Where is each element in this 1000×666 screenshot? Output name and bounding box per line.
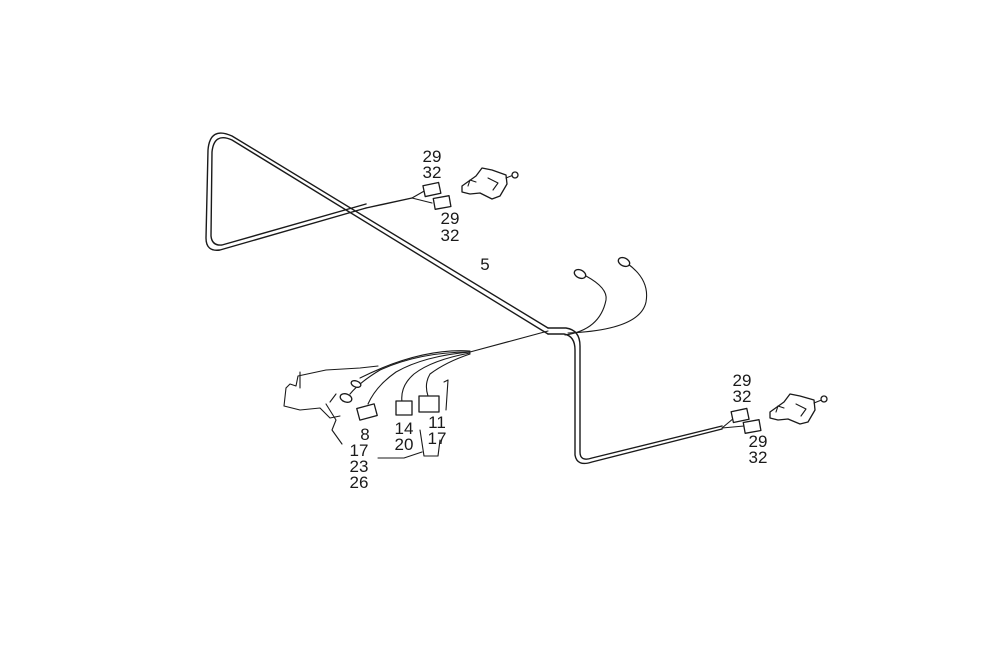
label-connector-20: 20 xyxy=(395,435,414,454)
right-branch xyxy=(721,393,828,434)
label-upper-a-1: 29 xyxy=(423,147,442,166)
label-right-b-1: 29 xyxy=(749,432,768,451)
upper-plug-b xyxy=(432,195,452,210)
ring-terminal-leads xyxy=(564,256,648,336)
part-labels: 29 32 29 32 5 29 32 29 32 8 14 20 11 17 … xyxy=(350,147,768,492)
ring-terminal-c xyxy=(339,393,353,403)
label-right-b-2: 32 xyxy=(749,448,768,467)
left-fanout xyxy=(339,330,549,421)
connector-14-plug xyxy=(395,400,413,416)
main-harness xyxy=(205,132,723,465)
connector-8-plug xyxy=(356,403,378,421)
right-sensor-icon xyxy=(769,393,828,425)
label-left-23: 23 xyxy=(350,457,369,476)
label-connector-14: 14 xyxy=(395,419,414,438)
label-connector-17: 17 xyxy=(428,429,447,448)
label-right-a-2: 32 xyxy=(733,387,752,406)
label-upper-b-1: 29 xyxy=(441,209,460,228)
label-right-a-1: 29 xyxy=(733,371,752,390)
label-connector-8: 8 xyxy=(360,425,369,444)
label-left-17: 17 xyxy=(350,441,369,460)
label-connector-11: 11 xyxy=(428,413,446,432)
label-upper-b-2: 32 xyxy=(441,226,460,245)
label-harness: 5 xyxy=(480,255,489,274)
connector-11-plug xyxy=(418,395,440,413)
right-plug-a xyxy=(730,407,750,424)
vehicle-body-fragment xyxy=(283,365,441,459)
upper-plug-a xyxy=(422,181,442,198)
right-plug-b xyxy=(742,419,762,434)
upper-sensor-icon xyxy=(461,167,519,200)
ring-terminal-d xyxy=(350,380,362,388)
label-upper-a-2: 32 xyxy=(423,163,442,182)
upper-branch xyxy=(365,167,519,210)
ring-terminal-a xyxy=(573,268,587,280)
ring-terminal-b xyxy=(617,256,631,268)
label-left-26: 26 xyxy=(350,473,369,492)
